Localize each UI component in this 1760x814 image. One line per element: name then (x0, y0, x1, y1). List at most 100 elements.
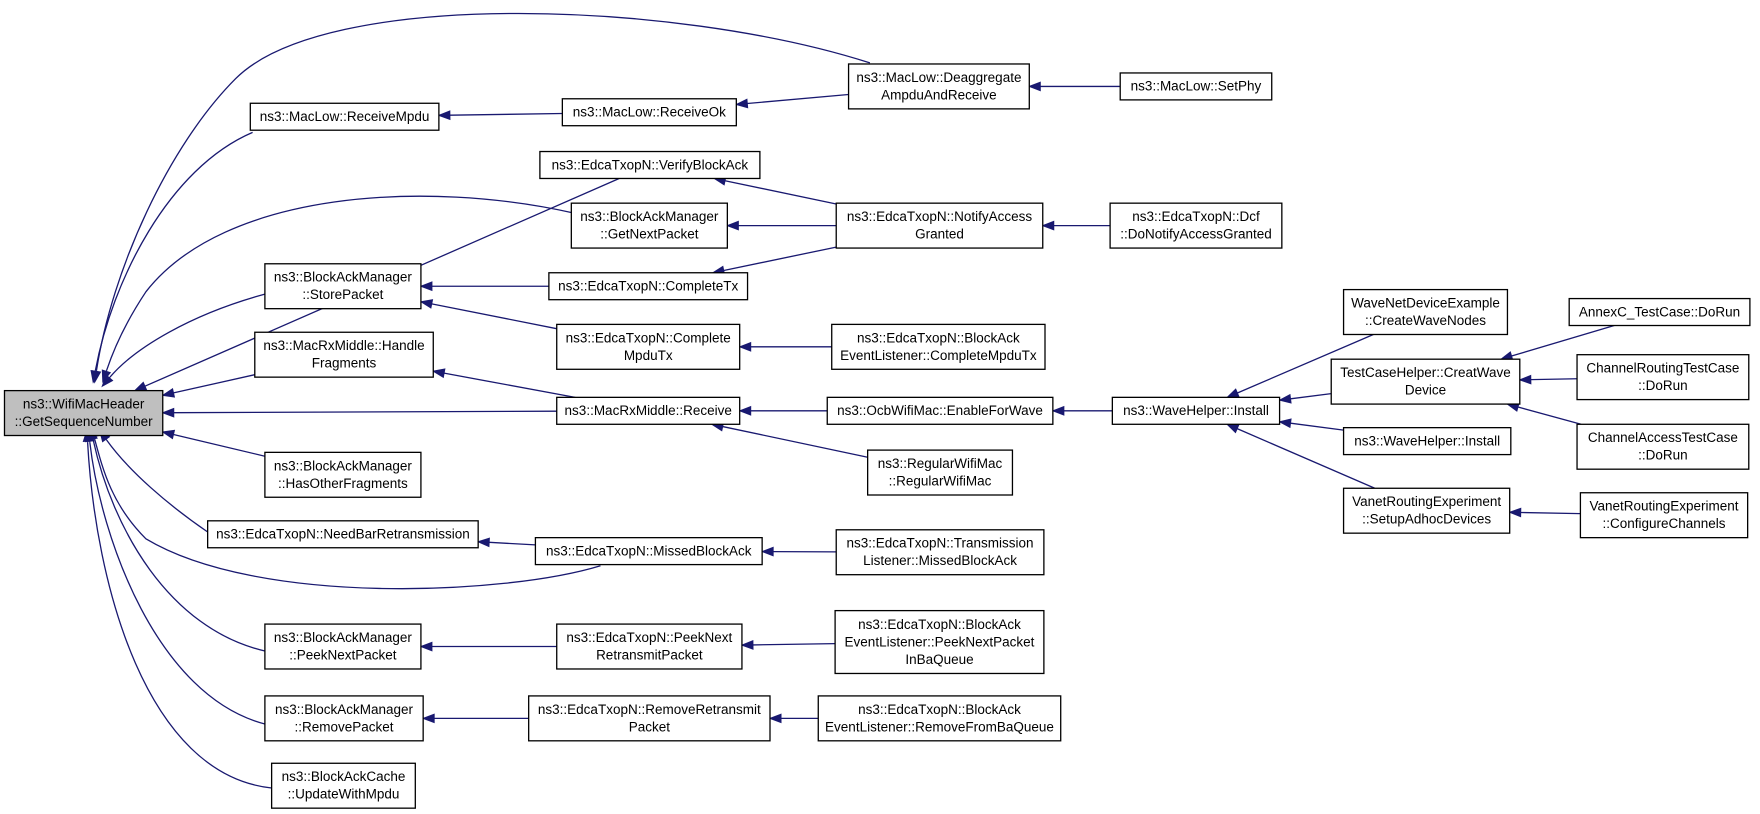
node-box (264, 263, 422, 310)
node-verifyBlockAck[interactable]: ns3::EdcaTxopN::VerifyBlockAck (539, 150, 761, 180)
arrowhead (1278, 418, 1292, 429)
node-box (1576, 423, 1750, 470)
node-label-line: ns3::EdcaTxopN::BlockAck (858, 702, 1021, 717)
arrowhead (740, 639, 754, 650)
node-peekNextPacket[interactable]: ns3::BlockAckManager::PeekNextPacket (264, 623, 422, 670)
node-macRxReceive[interactable]: ns3::MacRxMiddle::Receive (556, 396, 741, 425)
node-label-line: ns3::WifiMacHeader (23, 397, 145, 412)
node-regularWifiMac[interactable]: ns3::RegularWifiMac::RegularWifiMac (867, 449, 1014, 496)
node-label-line: ns3::MacRxMiddle::Receive (565, 403, 732, 418)
edge-line (1290, 422, 1344, 431)
node-completeTx[interactable]: ns3::EdcaTxopN::CompleteTx (548, 272, 749, 301)
node-missedBlockAck[interactable]: ns3::EdcaTxopN::MissedBlockAck (534, 537, 763, 566)
node-setPhy[interactable]: ns3::MacLow::SetPhy (1119, 72, 1273, 101)
node-updateWithMpdu[interactable]: ns3::BlockAckCache::UpdateWithMpdu (270, 762, 416, 809)
node-needBar[interactable]: ns3::EdcaTxopN::NeedBarRetransmission (207, 520, 479, 549)
node-label-line: ns3::EdcaTxopN::BlockAck (857, 330, 1020, 345)
node-label-line: ::CreateWaveNodes (1365, 313, 1486, 328)
node-listenerRemove[interactable]: ns3::EdcaTxopN::BlockAckEventListener::R… (817, 695, 1062, 742)
node-box (817, 695, 1062, 742)
node-waveInstall2[interactable]: ns3::WaveHelper::Install (1342, 427, 1512, 456)
node-label-line: ::DoNotifyAccessGranted (1120, 227, 1272, 242)
node-label-line: ns3::BlockAckManager (274, 270, 413, 285)
node-box (831, 323, 1046, 370)
node-box (528, 695, 771, 742)
node-label-line: ns3::MacLow::ReceiveOk (573, 104, 726, 119)
node-root[interactable]: ns3::WifiMacHeader::GetSequenceNumber (3, 389, 164, 437)
edge-removeRetransmit-to-removePacket (421, 713, 529, 724)
node-label-line: ns3::EdcaTxopN::Complete (566, 330, 731, 345)
node-label-line: ns3::EdcaTxopN::BlockAck (858, 617, 1021, 632)
node-label-line: ns3::MacLow::Deaggregate (856, 70, 1021, 85)
edge-receiveOk-to-receiveMpdu (437, 110, 563, 121)
arrowhead (161, 407, 175, 418)
node-channelAccess[interactable]: ChannelAccessTestCase::DoRun (1576, 423, 1750, 470)
node-listenerMissed[interactable]: ns3::EdcaTxopN::TransmissionListener::Mi… (835, 529, 1045, 576)
node-label-line: Listener::MissedBlockAck (863, 553, 1017, 568)
node-box (834, 609, 1045, 675)
edge-peekNextRetransmit-to-peekNextPacket (419, 641, 557, 652)
node-box (270, 762, 416, 809)
edge-listenerRemove-to-removeRetransmit (768, 713, 819, 724)
node-box (1109, 202, 1283, 249)
node-completeMpduTx[interactable]: ns3::EdcaTxopN::CompleteMpduTx (556, 323, 741, 370)
arrowhead (1518, 374, 1532, 385)
edge-channelRouting-to-creatWaveDevice (1518, 374, 1578, 385)
node-receiveMpdu[interactable]: ns3::MacLow::ReceiveMpdu (249, 102, 440, 131)
edge-receiveMpdu-to-root (90, 131, 253, 384)
node-storePacket[interactable]: ns3::BlockAckManager::StorePacket (264, 263, 422, 310)
node-label-line: ns3::BlockAckManager (580, 209, 719, 224)
node-configureChannels[interactable]: VanetRoutingExperiment::ConfigureChannel… (1579, 492, 1749, 539)
node-annexC[interactable]: AnnexC_TestCase::DoRun (1568, 297, 1751, 327)
node-label-line: ns3::EdcaTxopN::CompleteTx (558, 278, 738, 293)
node-listenerPeek[interactable]: ns3::EdcaTxopN::BlockAckEventListener::P… (834, 609, 1045, 675)
edge-listenerMissed-to-missedBlockAck (760, 546, 837, 557)
node-label-line: ::RegularWifiMac (889, 474, 992, 489)
arrowhead (421, 713, 435, 724)
arrowhead (1041, 220, 1055, 231)
edge-line (1290, 392, 1332, 400)
node-removePacket[interactable]: ns3::BlockAckManager::RemovePacket (264, 695, 424, 742)
node-label-line: ns3::MacRxMiddle::Handle (263, 338, 424, 353)
node-label-line: Device (1405, 383, 1446, 398)
edge-line (109, 293, 266, 378)
node-createWaveNodes[interactable]: WaveNetDeviceExample::CreateWaveNodes (1342, 288, 1509, 336)
edge-line (1511, 324, 1615, 357)
arrowhead (419, 299, 434, 309)
node-label-line: ::GetSequenceNumber (15, 414, 154, 429)
node-box (1111, 396, 1281, 425)
node-getNextPacket[interactable]: ns3::BlockAckManager::GetNextPacket (570, 202, 728, 249)
node-label-line: ::UpdateWithMpdu (288, 787, 400, 802)
node-box (264, 451, 422, 498)
node-setupAdhoc[interactable]: VanetRoutingExperiment::SetupAdhocDevice… (1342, 487, 1511, 534)
edge-regularWifiMac-to-macRxReceive (710, 421, 868, 458)
node-box (1342, 427, 1512, 456)
node-receiveOk[interactable]: ns3::MacLow::ReceiveOk (561, 98, 737, 127)
node-label-line: ns3::BlockAckCache (282, 769, 406, 784)
node-dcfNotify[interactable]: ns3::EdcaTxopN::Dcf::DoNotifyAccessGrant… (1109, 202, 1283, 249)
node-label-line: ::GetNextPacket (600, 227, 699, 242)
edge-macRxReceive-to-root (161, 407, 557, 418)
edge-storePacket-to-root (101, 293, 266, 388)
node-listenerCompleteMpdu[interactable]: ns3::EdcaTxopN::BlockAckEventListener::C… (831, 323, 1046, 370)
node-waveInstall[interactable]: ns3::WaveHelper::Install (1111, 396, 1281, 425)
node-hasOtherFragments[interactable]: ns3::BlockAckManager::HasOtherFragments (264, 451, 422, 498)
node-notifyAccess[interactable]: ns3::EdcaTxopN::NotifyAccessGranted (835, 202, 1044, 249)
node-channelRouting[interactable]: ChannelRoutingTestCase::DoRun (1576, 354, 1750, 401)
node-box (548, 272, 749, 301)
edge-line (93, 437, 601, 590)
node-box (867, 449, 1014, 496)
node-box (539, 150, 761, 180)
edge-macRxReceive-to-handleFragments (431, 368, 576, 398)
node-enableForWave[interactable]: ns3::OcbWifiMac::EnableForWave (826, 396, 1054, 425)
edge-updateWithMpdu-to-root (82, 428, 272, 789)
edge-listenerPeek-to-peekNextRetransmit (740, 639, 836, 650)
node-label-line: VanetRoutingExperiment (1352, 494, 1501, 509)
node-box (264, 623, 422, 670)
